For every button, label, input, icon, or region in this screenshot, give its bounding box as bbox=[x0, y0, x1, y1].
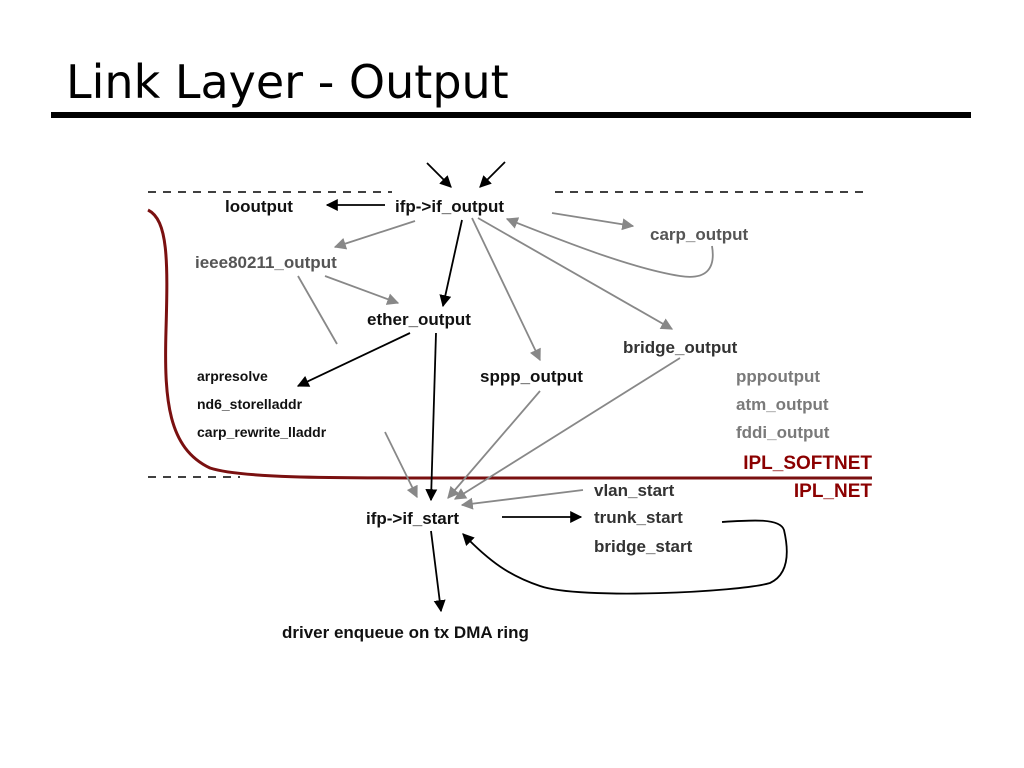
label-ipl-softnet: IPL_SOFTNET bbox=[743, 453, 872, 474]
edge-if-output-to-ether bbox=[439, 219, 463, 308]
edge-if-output-to-ieee80211 bbox=[333, 220, 416, 250]
node-if-output: ifp->if_output bbox=[395, 197, 504, 216]
edge-sppp-to-if-start bbox=[447, 390, 541, 499]
edge-input-left bbox=[426, 162, 452, 188]
node-pppoutput: pppoutput bbox=[736, 367, 820, 386]
edge-vlan-to-if-start bbox=[460, 489, 584, 510]
node-bridge-start: bridge_start bbox=[594, 537, 693, 556]
node-trunk-start: trunk_start bbox=[594, 508, 683, 527]
node-sppp-output: sppp_output bbox=[480, 367, 583, 386]
node-carp-rewrite-lladdr: carp_rewrite_lladdr bbox=[197, 424, 327, 440]
node-labels: looutput ifp->if_output carp_output ieee… bbox=[195, 197, 872, 642]
edge-if-start-to-driver bbox=[430, 530, 446, 613]
edge-trunk-to-if-start bbox=[462, 519, 788, 595]
edge-bridge-to-if-start bbox=[453, 357, 681, 500]
node-atm-output: atm_output bbox=[736, 395, 829, 414]
node-driver-enqueue: driver enqueue on tx DMA ring bbox=[282, 623, 529, 642]
edge-ieee80211-to-ether bbox=[324, 275, 400, 305]
node-bridge-output: bridge_output bbox=[623, 338, 738, 357]
node-if-start: ifp->if_start bbox=[366, 509, 459, 528]
edge-carp-to-if-output bbox=[505, 217, 714, 278]
edge-if-output-to-bridge bbox=[477, 217, 674, 330]
edge-carp-rewrite-to-if-start bbox=[384, 431, 418, 499]
node-ieee80211-output: ieee80211_output bbox=[195, 253, 337, 272]
edge-ether-to-arpresolve bbox=[296, 332, 411, 387]
edge-if-output-to-sppp bbox=[471, 217, 541, 362]
slide-title: Link Layer - Output bbox=[66, 55, 509, 109]
node-vlan-start: vlan_start bbox=[594, 481, 675, 500]
edge-ieee80211-to-arpresolve bbox=[297, 275, 338, 345]
node-fddi-output: fddi_output bbox=[736, 423, 830, 442]
edge-input-right bbox=[479, 161, 506, 188]
label-ipl-net: IPL_NET bbox=[794, 481, 873, 502]
black-edges bbox=[296, 161, 788, 613]
edge-ether-to-if-start bbox=[425, 332, 438, 502]
node-ether-output: ether_output bbox=[367, 310, 471, 329]
edge-if-output-to-carp bbox=[551, 212, 635, 231]
node-looutput: looutput bbox=[225, 197, 293, 216]
gray-edges bbox=[297, 212, 714, 510]
node-carp-output: carp_output bbox=[650, 225, 749, 244]
node-nd6-storelladdr: nd6_storelladdr bbox=[197, 396, 303, 412]
title-underline bbox=[51, 112, 971, 118]
ipl-boundary-curve bbox=[147, 208, 872, 480]
node-arpresolve: arpresolve bbox=[197, 368, 268, 384]
